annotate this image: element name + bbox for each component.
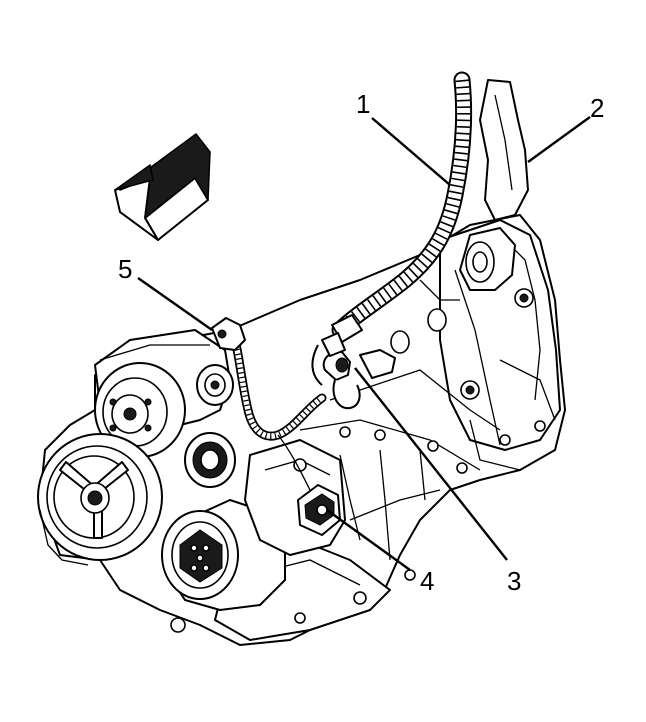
forward-arrow-icon (114, 133, 211, 241)
power-steering-hose (311, 71, 473, 386)
wiring-harness (211, 317, 327, 491)
leader-line-2 (527, 116, 591, 163)
hose-connector (322, 349, 396, 410)
leader-lines (137, 116, 591, 571)
crankshaft-pulley (37, 433, 163, 566)
leader-line-3 (354, 367, 508, 561)
leader-line-4 (326, 509, 411, 571)
callout-5: 5 (118, 254, 132, 284)
upper-pulley (94, 362, 186, 458)
leader-line-1 (371, 117, 451, 186)
small-idler-pulley (196, 364, 234, 406)
callout-4: 4 (420, 566, 434, 596)
callout-3: 3 (507, 566, 521, 596)
tensioner-pulley (184, 432, 236, 488)
leader-line-5 (137, 277, 213, 331)
callout-2: 2 (590, 93, 604, 123)
callout-labels: 1 2 3 4 5 (118, 89, 604, 596)
generator (244, 439, 346, 556)
callout-1: 1 (356, 89, 370, 119)
